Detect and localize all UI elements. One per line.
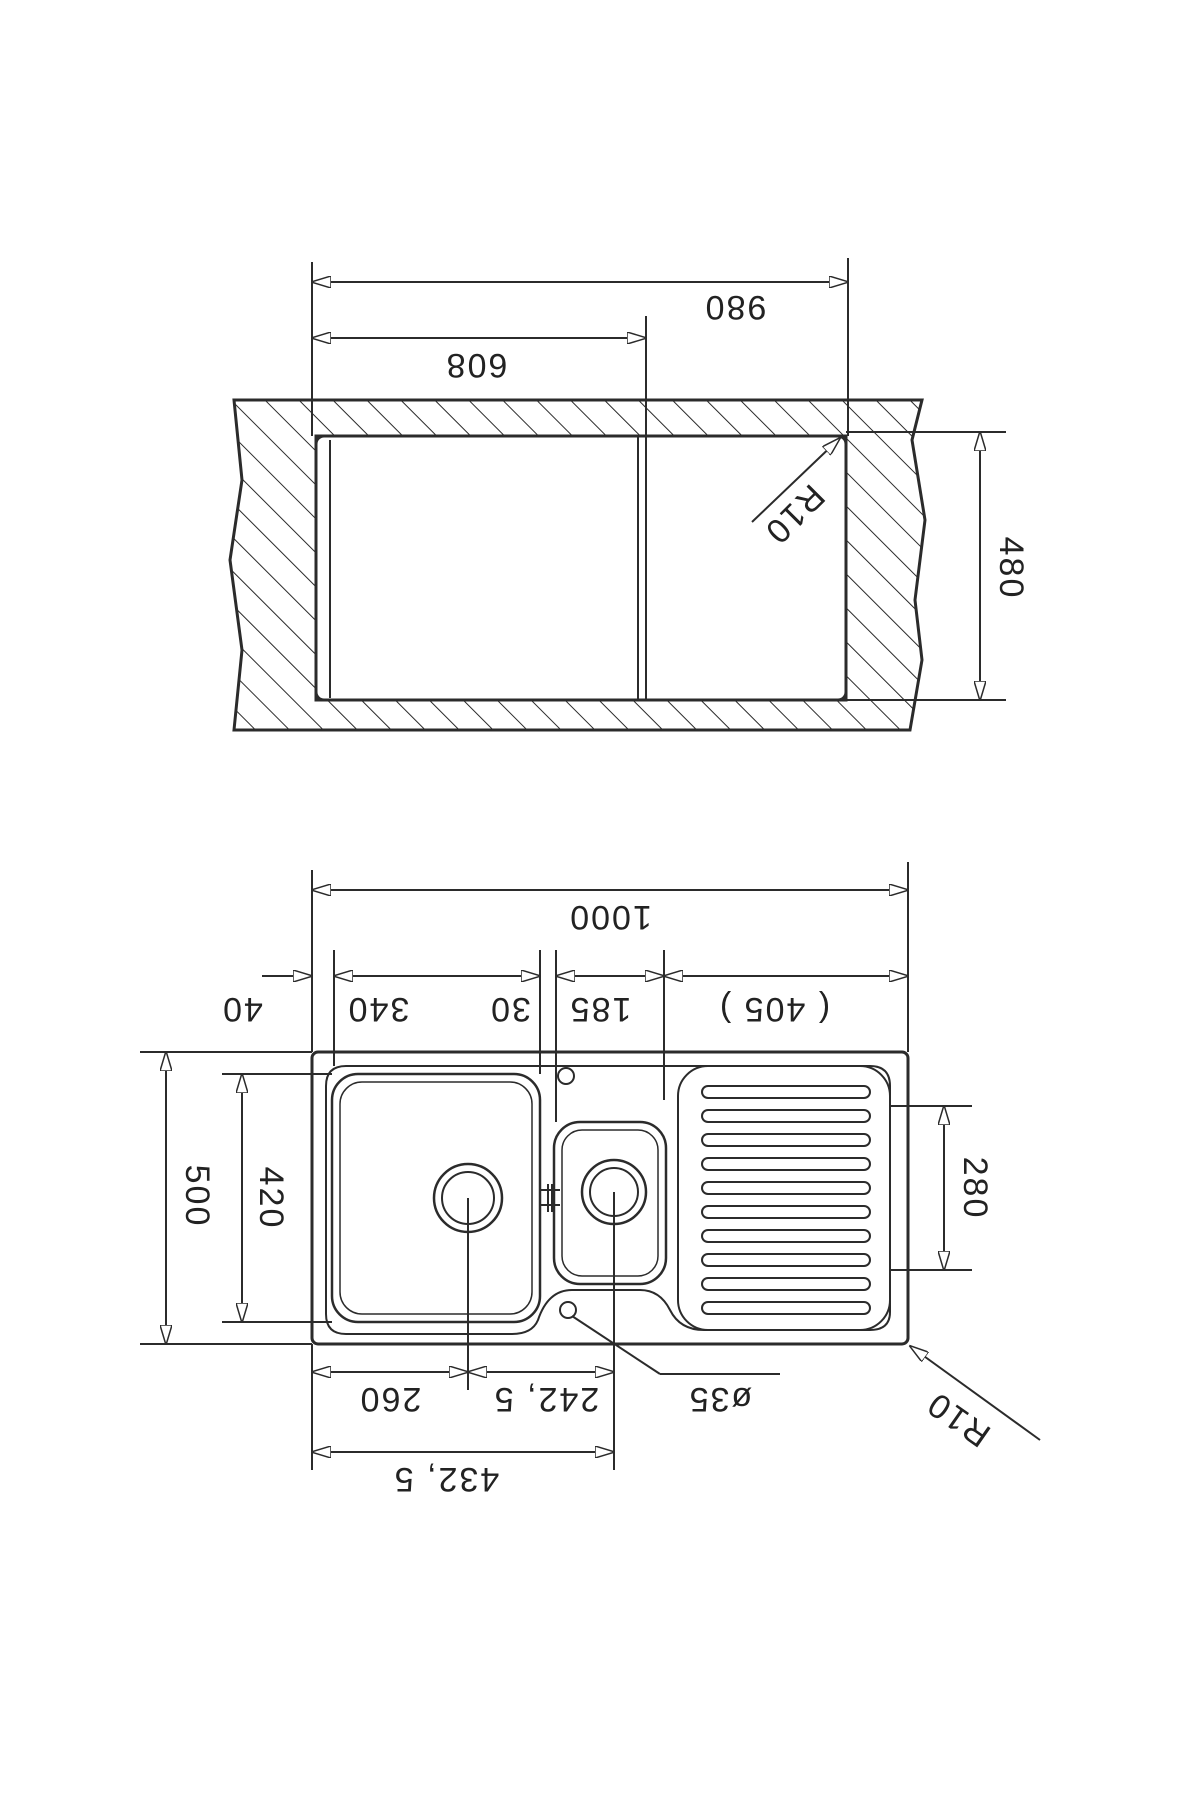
main-bowl-inner bbox=[339, 1081, 533, 1315]
dim-label-980: 980 bbox=[704, 288, 767, 326]
dim-label-280: 280 bbox=[956, 1157, 994, 1220]
dim-label-500: 500 bbox=[178, 1165, 216, 1228]
dim-label-1000: 1000 bbox=[568, 898, 652, 936]
tap-hole bbox=[557, 1067, 575, 1085]
dim-label-40: 40 bbox=[221, 990, 263, 1028]
second-bowl-inner bbox=[561, 1129, 659, 1277]
radius-label-bottom: R10 bbox=[920, 1384, 998, 1454]
second-bowl-outer bbox=[552, 1120, 668, 1286]
dim-label-432-5: 432, 5 bbox=[393, 1460, 500, 1498]
dim-label-405: ( 405 ) bbox=[718, 990, 830, 1028]
diameter-leader bbox=[571, 1315, 661, 1375]
radius-leader-top bbox=[751, 438, 840, 523]
radius-leader-bottom bbox=[910, 1346, 1041, 1441]
cutout-view: 980 608 480 R10 bbox=[228, 258, 1030, 732]
dim-label-608: 608 bbox=[445, 346, 508, 384]
drainer-board bbox=[677, 1065, 891, 1331]
dim-label-260: 260 bbox=[359, 1380, 422, 1418]
waste-button bbox=[559, 1301, 577, 1319]
sink-outer-rim bbox=[310, 1050, 910, 1346]
sink-top-surface bbox=[325, 1065, 891, 1335]
main-bowl-outer bbox=[330, 1072, 542, 1324]
dim-label-185: 185 bbox=[569, 990, 632, 1028]
dim-label-480: 480 bbox=[992, 537, 1030, 600]
dim-label-420: 420 bbox=[252, 1167, 290, 1230]
dim-label-30: 30 bbox=[489, 990, 531, 1028]
drainer-ribs bbox=[701, 1085, 871, 1315]
overflow-connector bbox=[540, 1184, 560, 1212]
dim-label-diameter: ø35 bbox=[688, 1380, 753, 1418]
dim-label-242-5: 242, 5 bbox=[493, 1380, 600, 1418]
sink-view: 1000 40 340 30 185 ( 405 ) 500 bbox=[140, 862, 1041, 1498]
cutout-opening bbox=[314, 434, 848, 702]
dim-label-340: 340 bbox=[347, 990, 410, 1028]
